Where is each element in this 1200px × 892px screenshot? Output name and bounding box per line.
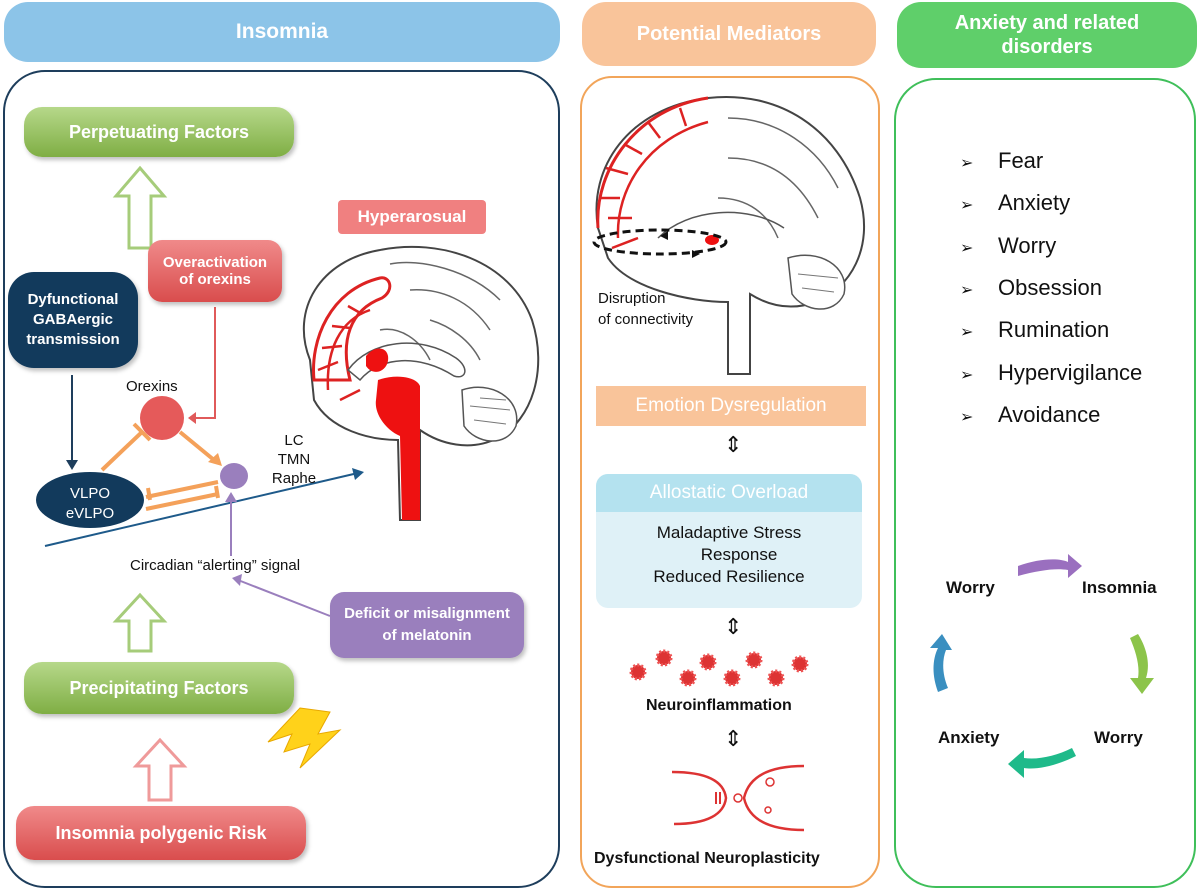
brain-illustration-connectivity: [592, 96, 865, 375]
chevron-right-icon: ➢: [960, 367, 974, 384]
cycle-arrow-green: [1130, 634, 1154, 694]
vlpo-line2: eVLPO: [65, 504, 115, 522]
cycle-arrows-svg: [930, 554, 1154, 778]
circadian-label: Circadian “alerting” signal: [130, 557, 301, 574]
dysfunctional-line2: GABAergic: [32, 310, 114, 328]
chevron-right-icon: ➢: [960, 240, 974, 257]
up-arrow-perpetuating: [112, 165, 168, 250]
overactivation-arrow: [196, 307, 216, 419]
inflammation-cells-svg: [629, 649, 809, 687]
chevron-right-icon: ➢: [960, 282, 974, 299]
precipitating-factors-box: Precipitating Factors: [24, 662, 294, 714]
vlpo-label: VLPO eVLPO: [58, 484, 122, 523]
emotion-dysregulation-box: Emotion Dysregulation: [596, 386, 866, 426]
anxiety-header-line1: Anxiety and related: [954, 12, 1140, 34]
allostatic-header: Allostatic Overload: [596, 474, 862, 512]
symptom-item: ➢ Rumination: [960, 317, 1109, 343]
symptom-label: Worry: [998, 233, 1057, 258]
insomnia-panel: [3, 70, 560, 888]
stress-line1: Maladaptive Stress: [656, 523, 802, 542]
raphe-label: Raphe: [271, 469, 317, 487]
overactivation-line1: Overactivation: [162, 254, 268, 271]
stress-line2: Response: [700, 545, 778, 565]
neuroplasticity-label: Dysfunctional Neuroplasticity: [594, 850, 820, 867]
mediators-panel: [580, 76, 880, 888]
emotion-dysregulation-label: Emotion Dysregulation: [635, 395, 827, 416]
allostatic-box: Allostatic Overload Maladaptive Stress R…: [596, 474, 862, 608]
perpetuating-factors-label: Perpetuating Factors: [68, 121, 250, 142]
symptom-label: Obsession: [998, 275, 1102, 300]
polygenic-risk-box: Insomnia polygenic Risk: [16, 806, 306, 860]
precipitating-factors-label: Precipitating Factors: [69, 677, 249, 698]
chevron-right-icon: ➢: [960, 155, 974, 172]
nuclei-labels: LC TMN Raphe: [268, 432, 320, 488]
disruption-line2: of connectivity: [598, 311, 694, 328]
disruption-line1: Disruption: [598, 290, 666, 307]
symptom-item: ➢ Avoidance: [960, 402, 1100, 428]
symptom-item: ➢ Anxiety: [960, 190, 1070, 216]
cycle-anxiety: Anxiety: [938, 728, 1000, 747]
monoamine-node: [220, 463, 248, 489]
cycle-arrow-teal: [1008, 748, 1076, 778]
neuroinflammation-label: Neuroinflammation: [646, 697, 792, 714]
chevron-right-icon: ➢: [960, 324, 974, 341]
anxiety-panel: [894, 78, 1196, 888]
dysfunctional-line3: transmission: [26, 331, 120, 349]
symptom-label: Fear: [998, 148, 1044, 173]
cycle-worry-left: Worry: [946, 578, 995, 597]
ascending-arrow: [44, 472, 359, 547]
stress-text: Maladaptive Stress Response Reduced Resi…: [596, 522, 862, 588]
double-arrow-1: ⇕: [724, 432, 743, 457]
perpetuating-factors-box: Perpetuating Factors: [24, 107, 294, 157]
orexins-label: Orexins: [126, 378, 178, 395]
lightning-icon: [267, 707, 342, 769]
symptom-item: ➢ Hypervigilance: [960, 360, 1142, 386]
deficit-melatonin-box: Deficit or misalignment of melatonin: [330, 592, 524, 658]
double-arrow-2: ⇕: [724, 614, 743, 639]
brain-illustration-hyperarousal: [302, 245, 540, 521]
synapse-illustration: [671, 764, 805, 832]
allostatic-label: Allostatic Overload: [649, 482, 809, 503]
anxiety-header-line2: disorders: [1001, 36, 1093, 58]
chevron-right-icon: ➢: [960, 409, 974, 426]
tmn-label: TMN: [277, 450, 311, 468]
symptom-item: ➢ Obsession: [960, 275, 1102, 301]
up-arrow-polygenic: [132, 737, 188, 802]
orexins-node: [140, 396, 184, 440]
double-arrow-3: ⇕: [724, 726, 743, 751]
symptom-label: Hypervigilance: [998, 360, 1143, 385]
overactivation-box: Overactivation of orexins: [148, 240, 282, 302]
dysfunctional-line1: Dyfunctional: [27, 290, 119, 308]
vlpo-line1: VLPO: [69, 485, 111, 502]
symptom-item: ➢ Worry: [960, 233, 1056, 259]
insomnia-header: Insomnia: [4, 2, 560, 62]
lc-label: LC: [284, 432, 304, 449]
vlpo-node: [36, 472, 144, 528]
disruption-label: Disruption of connectivity: [598, 288, 693, 330]
polygenic-risk-label: Insomnia polygenic Risk: [55, 822, 267, 843]
symptom-label: Anxiety: [998, 190, 1071, 215]
hyperarousal-box: Hyperarosual: [338, 200, 486, 234]
cycle-worry-right: Worry: [1094, 728, 1143, 747]
up-arrow-precipitating: [112, 592, 168, 653]
cycle-arrow-blue: [930, 634, 952, 692]
cycle-insomnia: Insomnia: [1082, 578, 1157, 597]
symptom-label: Avoidance: [998, 402, 1101, 427]
deficit-line2: of melatonin: [382, 627, 472, 644]
cycle-arrow-purple: [1018, 554, 1082, 578]
mediators-header-text: Potential Mediators: [636, 23, 822, 45]
hyperarousal-label: Hyperarosual: [357, 207, 467, 226]
overactivation-line2: of orexins: [179, 271, 251, 288]
chevron-right-icon: ➢: [960, 197, 974, 214]
mediators-header: Potential Mediators: [582, 2, 876, 66]
dysfunctional-gaba-box: Dyfunctional GABAergic transmission: [8, 272, 138, 368]
deficit-line1: Deficit or misalignment: [344, 604, 510, 622]
insomnia-header-text: Insomnia: [235, 20, 329, 44]
anxiety-header: Anxiety and related disorders: [897, 2, 1197, 68]
stress-line3: Reduced Resilience: [653, 567, 805, 587]
symptom-label: Rumination: [998, 317, 1110, 342]
symptom-item: ➢ Fear: [960, 148, 1043, 174]
